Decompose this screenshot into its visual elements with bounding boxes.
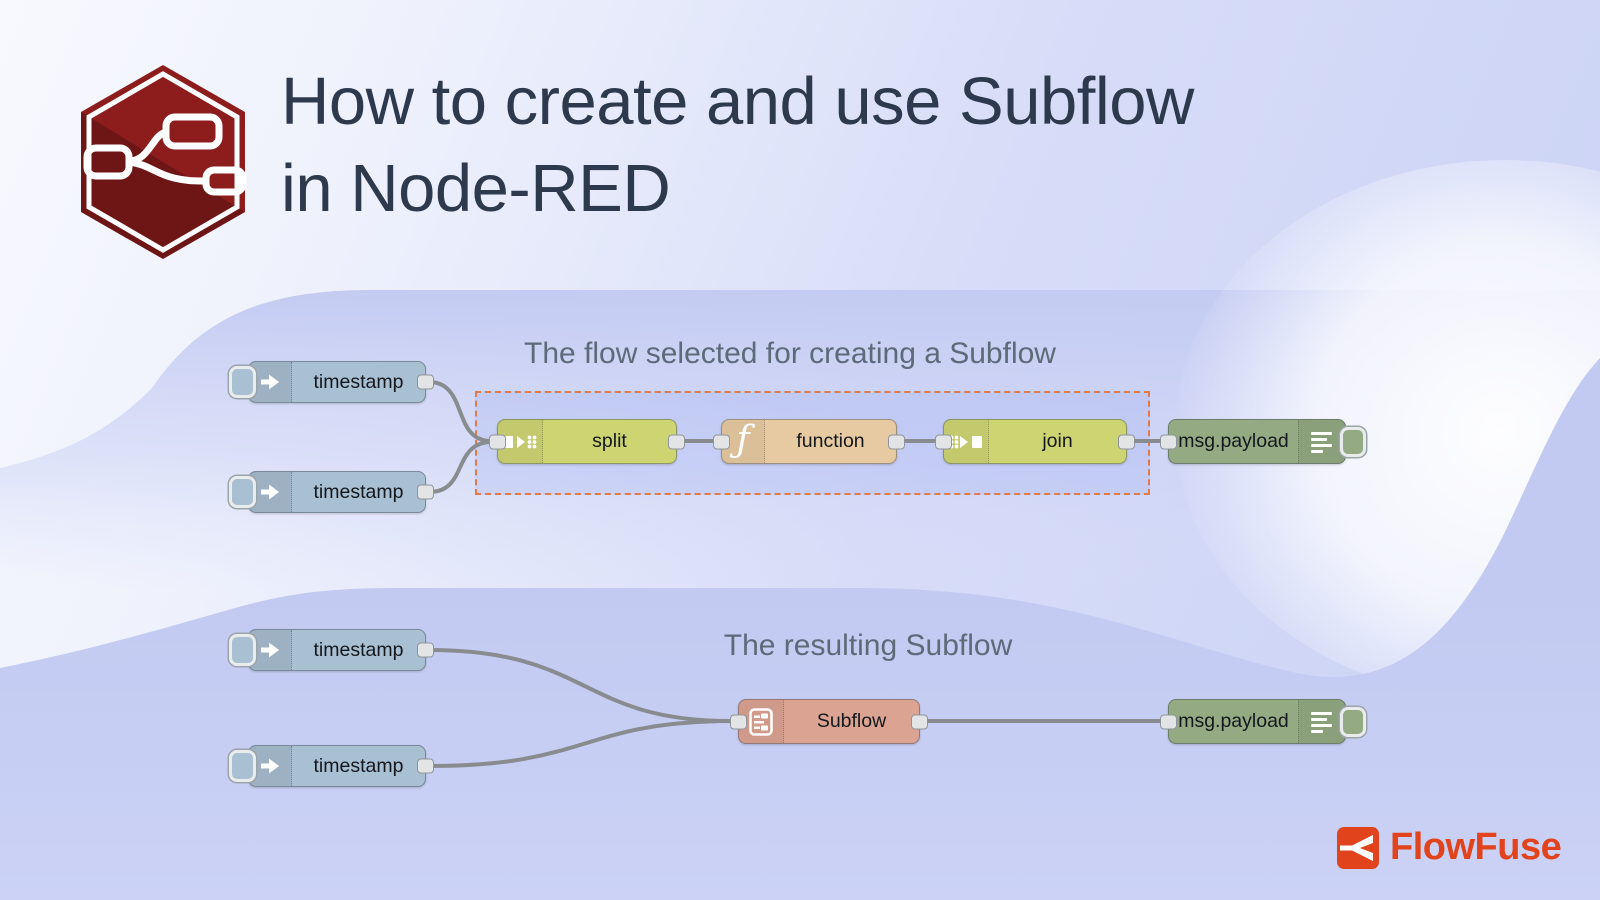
inject-node-3: timestamp xyxy=(229,629,434,671)
debug-node-1: msg.payload xyxy=(1160,419,1366,464)
input-port xyxy=(1160,434,1177,449)
wire-inject2-split xyxy=(427,440,492,494)
input-port xyxy=(935,434,952,449)
subflow-node: Subflow xyxy=(730,699,928,744)
output-port xyxy=(911,714,928,729)
node-label: Subflow xyxy=(816,710,887,732)
inject-node-4: timestamp xyxy=(229,745,434,787)
output-port xyxy=(668,434,685,449)
node-label: timestamp xyxy=(313,480,404,503)
inject-button xyxy=(229,476,256,508)
page-title: How to create and use Subflow in Node-RE… xyxy=(281,58,1194,232)
join-icon xyxy=(944,420,989,463)
inject-button xyxy=(229,750,256,782)
function-icon: ƒ xyxy=(722,420,765,463)
output-port xyxy=(417,374,434,390)
input-port xyxy=(1160,714,1177,729)
node-label: timestamp xyxy=(313,754,404,777)
output-port xyxy=(417,642,434,658)
split-node: split xyxy=(489,419,685,464)
function-node: ƒ function xyxy=(713,419,905,464)
output-port xyxy=(417,484,434,500)
title-line-1: How to create and use Subflow xyxy=(281,64,1194,139)
node-label: timestamp xyxy=(313,370,404,393)
inject-arrow-icon xyxy=(249,362,292,402)
output-port xyxy=(417,758,434,774)
output-port xyxy=(888,434,905,449)
node-label: msg.payload xyxy=(1178,710,1289,732)
node-red-flow-glyph xyxy=(83,113,247,196)
debug-toggle-button xyxy=(1340,706,1366,737)
flow2-caption: The resulting Subflow xyxy=(723,629,1013,662)
node-red-logo xyxy=(81,65,247,259)
node-label: function xyxy=(796,430,865,452)
output-port xyxy=(1118,434,1135,449)
inject-button xyxy=(229,366,256,398)
node-label: join xyxy=(1042,430,1073,452)
flowfuse-icon xyxy=(1337,826,1379,869)
title-line-2: in Node-RED xyxy=(281,151,671,226)
flowfuse-logo: FlowFuse xyxy=(1337,826,1562,869)
input-port xyxy=(489,434,506,449)
debug-lines-icon xyxy=(1298,420,1345,463)
debug-toggle-button xyxy=(1340,426,1366,457)
node-label: timestamp xyxy=(313,638,404,661)
node-label: split xyxy=(592,430,627,452)
debug-node-2: msg.payload xyxy=(1160,699,1366,744)
input-port xyxy=(730,714,747,729)
debug-lines-icon xyxy=(1298,700,1345,743)
inject-button xyxy=(229,634,256,666)
join-node: join xyxy=(935,419,1135,464)
inject-arrow-icon xyxy=(249,746,292,786)
wire-inject4-subflow xyxy=(427,719,732,768)
inject-arrow-icon xyxy=(249,472,292,512)
node-label: msg.payload xyxy=(1178,430,1289,452)
wire-inject3-subflow xyxy=(427,648,732,723)
wire-inject1-split xyxy=(427,380,492,443)
inject-arrow-icon xyxy=(249,630,292,670)
inject-node-1: timestamp xyxy=(229,361,434,403)
input-port xyxy=(713,434,730,449)
inject-node-2: timestamp xyxy=(229,471,434,513)
flow1-caption: The flow selected for creating a Subflow xyxy=(524,337,1056,370)
flowfuse-wordmark: FlowFuse xyxy=(1390,826,1562,868)
